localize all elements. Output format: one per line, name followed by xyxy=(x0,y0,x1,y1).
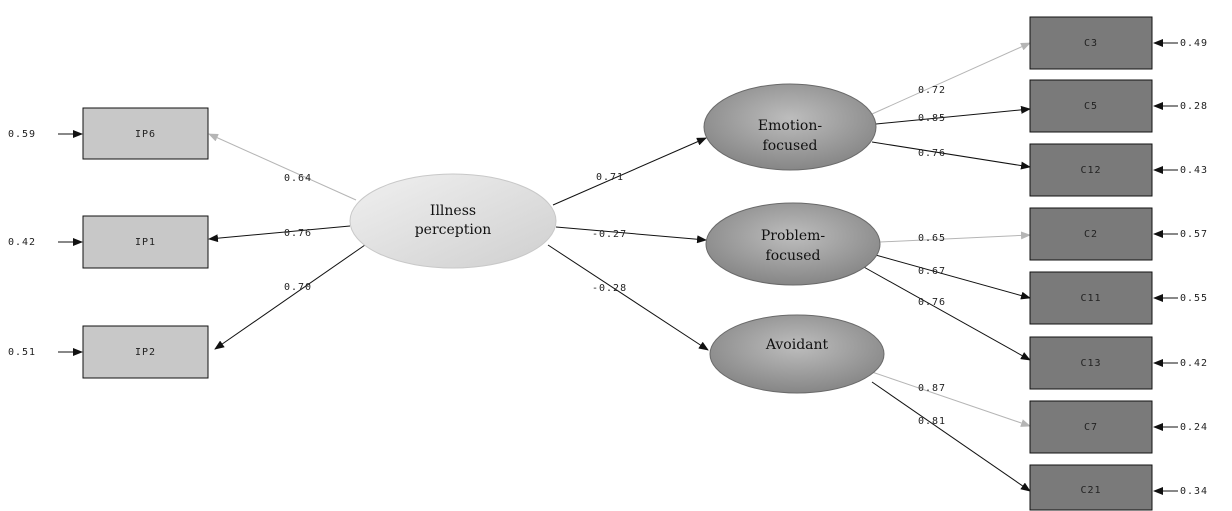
indicator-label: C11 xyxy=(1080,293,1101,304)
path-value-problem: -0.27 xyxy=(592,229,627,240)
latent-label: focused xyxy=(766,248,821,264)
error-value-c2: 0.57 xyxy=(1180,229,1208,240)
path-value-avoidant: -0.28 xyxy=(592,283,627,294)
indicator-label: IP6 xyxy=(135,129,156,140)
indicator-c12: C12 xyxy=(1029,143,1153,197)
latent-illness-perception: Illness perception xyxy=(349,173,557,269)
error-value-c21: 0.34 xyxy=(1180,486,1208,497)
indicator-c2: C2 xyxy=(1029,207,1153,261)
indicator-c7: C7 xyxy=(1029,400,1153,454)
loading-ip1: 0.76 xyxy=(284,228,312,239)
indicator-label: C7 xyxy=(1084,422,1098,433)
edge-illness-ip2 xyxy=(214,244,366,350)
indicator-label: C12 xyxy=(1080,165,1101,176)
indicator-c3: C3 xyxy=(1029,16,1153,70)
error-value-c13: 0.42 xyxy=(1180,358,1208,369)
edge-illness-problem xyxy=(555,226,707,244)
loading-c11: 0.67 xyxy=(918,266,946,277)
loading-c3: 0.72 xyxy=(918,85,946,96)
indicator-c11: C11 xyxy=(1029,271,1153,325)
latent-problem-focused: Problem- focused xyxy=(705,202,881,286)
error-value-c12: 0.43 xyxy=(1180,165,1208,176)
error-value-c7: 0.24 xyxy=(1180,422,1208,433)
edge-problem-c13 xyxy=(861,265,1031,361)
indicator-label: C3 xyxy=(1084,38,1098,49)
path-value-emotion: 0.71 xyxy=(596,172,624,183)
loading-ip2: 0.70 xyxy=(284,282,312,293)
latent-avoidant: Avoidant xyxy=(709,314,885,394)
indicator-ip2: IP2 xyxy=(82,325,209,379)
indicator-label: C13 xyxy=(1080,358,1101,369)
latent-label: Emotion- xyxy=(758,118,822,134)
indicator-label: C2 xyxy=(1084,229,1098,240)
error-value-ip6: 0.59 xyxy=(8,129,36,140)
edge-problem-c11 xyxy=(871,253,1031,300)
edge-problem-c2 xyxy=(879,231,1031,243)
edge-avoidant-c21 xyxy=(871,381,1031,492)
edge-illness-emotion xyxy=(552,137,707,206)
loading-c2: 0.65 xyxy=(918,233,946,244)
indicator-ip1: IP1 xyxy=(82,215,209,269)
edge-emotion-c12 xyxy=(871,141,1031,170)
latent-label: focused xyxy=(763,138,818,154)
indicator-label: C5 xyxy=(1084,101,1098,112)
edge-emotion-c3 xyxy=(871,42,1031,115)
latent-label: Problem- xyxy=(761,228,826,244)
loading-c13: 0.76 xyxy=(918,297,946,308)
latent-label: Illness xyxy=(430,203,476,219)
latent-label: perception xyxy=(415,222,492,238)
indicator-c21: C21 xyxy=(1029,464,1153,511)
error-value-ip2: 0.51 xyxy=(8,347,36,358)
edge-illness-ip1 xyxy=(208,225,351,243)
indicator-label: C21 xyxy=(1080,485,1101,496)
edge-illness-ip6 xyxy=(208,133,357,201)
error-value-c5: 0.28 xyxy=(1180,101,1208,112)
loading-c5: 0.85 xyxy=(918,113,946,124)
error-value-c11: 0.55 xyxy=(1180,293,1208,304)
indicator-label: IP1 xyxy=(135,237,156,248)
loading-c21: 0.81 xyxy=(918,416,946,427)
edge-avoidant-c7 xyxy=(871,371,1031,427)
error-value-ip1: 0.42 xyxy=(8,237,36,248)
latent-label: Avoidant xyxy=(765,337,829,353)
loading-c12: 0.76 xyxy=(918,148,946,159)
latent-emotion-focused: Emotion- focused xyxy=(703,83,877,171)
indicator-ip6: IP6 xyxy=(82,107,209,160)
indicator-c13: C13 xyxy=(1029,336,1153,390)
edge-emotion-c5 xyxy=(875,105,1031,125)
loading-ip6: 0.64 xyxy=(284,173,312,184)
edge-illness-avoidant xyxy=(547,244,709,351)
loading-c7: 0.87 xyxy=(918,383,946,394)
indicator-c5: C5 xyxy=(1029,79,1153,133)
indicator-label: IP2 xyxy=(135,347,156,358)
error-value-c3: 0.49 xyxy=(1180,38,1208,49)
